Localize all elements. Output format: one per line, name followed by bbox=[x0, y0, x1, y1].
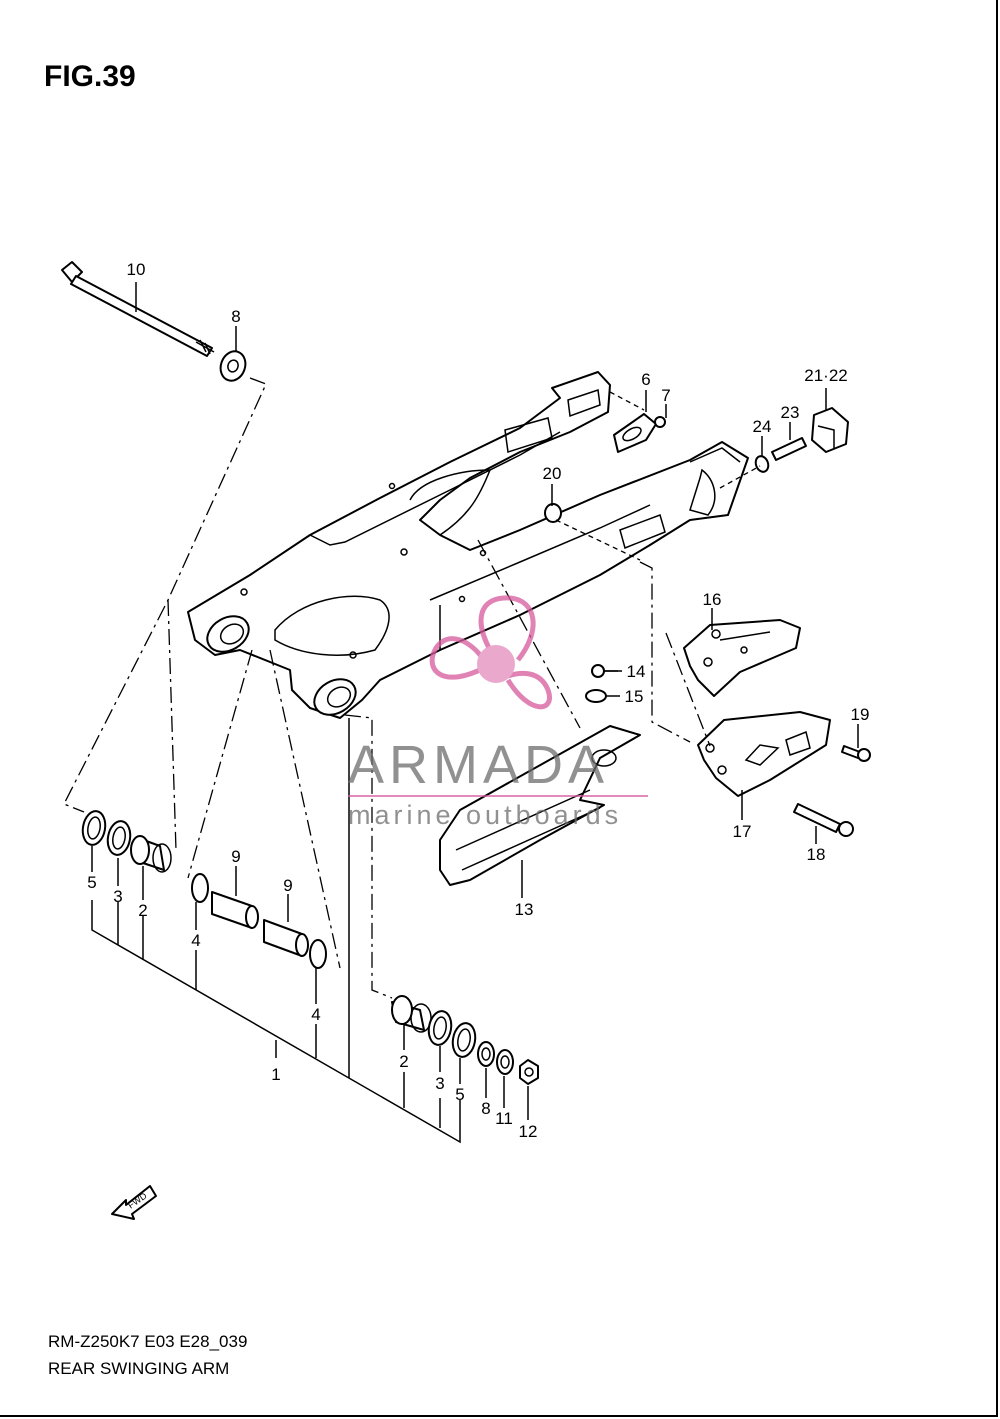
needle-bearing-left[interactable] bbox=[130, 835, 172, 873]
callout-1: 1 bbox=[271, 1065, 280, 1084]
callout-13: 13 bbox=[515, 900, 534, 919]
propeller-logo bbox=[429, 595, 552, 710]
pivot-nut[interactable] bbox=[519, 1059, 539, 1085]
model-code: RM-Z250K7 E03 E28_039 bbox=[48, 1332, 248, 1351]
callout-8-top: 8 bbox=[231, 307, 240, 326]
callout-4-left: 4 bbox=[191, 931, 200, 950]
washer-top[interactable] bbox=[217, 348, 250, 384]
spacer-washer-right[interactable] bbox=[309, 939, 327, 969]
spacer-tube-upper[interactable] bbox=[211, 891, 259, 929]
callout-24: 24 bbox=[753, 417, 772, 436]
assembly-bracket bbox=[91, 718, 461, 1144]
callout-3-right: 3 bbox=[435, 1074, 444, 1093]
chain-adjuster-plate[interactable] bbox=[613, 413, 657, 453]
watermark-rule bbox=[348, 795, 648, 797]
spacer-tube-lower[interactable] bbox=[263, 919, 309, 957]
callout-10: 10 bbox=[127, 260, 146, 279]
adjuster-bolt[interactable] bbox=[654, 416, 666, 428]
callout-16: 16 bbox=[703, 590, 722, 609]
callout-19: 19 bbox=[851, 705, 870, 724]
guide-bolt-short[interactable] bbox=[841, 745, 871, 762]
callout-2-right: 2 bbox=[399, 1052, 408, 1071]
callout-5-right: 5 bbox=[455, 1085, 464, 1104]
callout-5-left: 5 bbox=[87, 873, 96, 892]
collar-20[interactable] bbox=[544, 503, 562, 523]
callout-3-left: 3 bbox=[113, 887, 122, 906]
callout-21-22: 21·22 bbox=[804, 366, 847, 385]
callout-11: 11 bbox=[495, 1109, 513, 1128]
figure-title: FIG.39 bbox=[44, 60, 136, 93]
watermark-tagline: marine outboards bbox=[348, 800, 623, 830]
pivot-washer-11[interactable] bbox=[496, 1049, 514, 1075]
needle-bearing-right[interactable] bbox=[391, 995, 432, 1033]
callout-17: 17 bbox=[733, 822, 752, 841]
chain-puller-block[interactable] bbox=[811, 407, 849, 453]
chain-slider[interactable] bbox=[439, 725, 641, 886]
callout-9-lower: 9 bbox=[283, 876, 292, 895]
fwd-direction-arrow: FWD bbox=[111, 1185, 157, 1220]
spacer-washer-left[interactable] bbox=[191, 873, 209, 903]
dust-seal-right[interactable] bbox=[450, 1021, 478, 1058]
adjuster-nut[interactable] bbox=[754, 454, 771, 473]
callout-2-left: 2 bbox=[138, 901, 147, 920]
chain-guide-upper[interactable] bbox=[683, 619, 801, 697]
guide-bolt-long[interactable] bbox=[793, 803, 854, 837]
callout-8-bottom: 8 bbox=[481, 1099, 490, 1118]
callout-14: 14 bbox=[627, 662, 646, 681]
callout-4-right: 4 bbox=[311, 1005, 320, 1024]
callout-6: 6 bbox=[641, 370, 650, 389]
callout-12: 12 bbox=[519, 1122, 538, 1141]
callout-15: 15 bbox=[625, 687, 644, 706]
leader-lines bbox=[91, 282, 859, 1120]
chain-guide-lower[interactable] bbox=[697, 711, 831, 797]
pivot-washer-bottom[interactable] bbox=[477, 1041, 495, 1067]
diagram-title: REAR SWINGING ARM bbox=[48, 1359, 230, 1378]
swing-arm-body[interactable] bbox=[187, 371, 749, 722]
dust-seal-left[interactable] bbox=[80, 809, 108, 846]
thrust-washer-right[interactable] bbox=[426, 1009, 454, 1046]
adjuster-bolt-long[interactable] bbox=[771, 437, 807, 461]
thrust-washer-left[interactable] bbox=[105, 819, 133, 856]
assembly-lines bbox=[63, 377, 761, 999]
callout-7: 7 bbox=[661, 386, 670, 405]
callout-23: 23 bbox=[781, 403, 800, 422]
watermark-brand: ARMADA bbox=[348, 735, 610, 795]
callout-labels: 10 8 6 7 21·22 24 23 20 16 14 15 19 17 1… bbox=[87, 260, 869, 1141]
pivot-bolt[interactable] bbox=[61, 261, 215, 357]
callout-20: 20 bbox=[543, 464, 562, 483]
callout-9-upper: 9 bbox=[231, 847, 240, 866]
slider-washer[interactable] bbox=[585, 689, 607, 703]
callout-18: 18 bbox=[807, 845, 826, 864]
